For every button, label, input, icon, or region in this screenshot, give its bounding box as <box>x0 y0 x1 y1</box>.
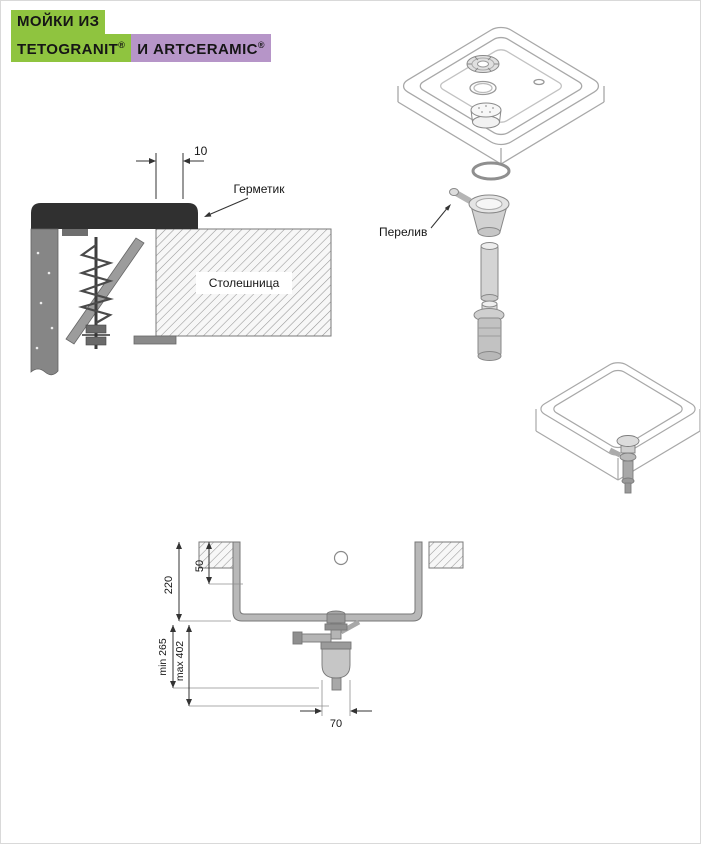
mount-detail-drawing: Столешница <box>30 144 332 376</box>
strainer-basket <box>470 102 502 129</box>
registered-mark-icon: ® <box>257 40 265 50</box>
registered-mark-icon: ® <box>118 40 126 50</box>
sink-basin-section <box>232 541 423 622</box>
siphon-assembly <box>292 610 361 691</box>
overflow-hole <box>333 550 349 566</box>
sink-rim-section <box>31 203 198 229</box>
overflow-hole <box>533 78 545 86</box>
sink-isometric <box>397 24 605 165</box>
brand-tetogranit: TETOGRANIT® <box>11 34 132 62</box>
countertop-cut <box>198 541 464 569</box>
strainer-cap <box>466 55 500 73</box>
exploded-view-drawing: Перелив <box>379 6 605 361</box>
overhang-dim-label: 10 <box>194 144 208 158</box>
sealant-callout: Герметик <box>204 182 285 217</box>
brand-artceramic: И ARTCERAMIC® <box>131 34 271 62</box>
sink-wall-section <box>30 228 59 376</box>
trap-dim-label: 70 <box>330 718 342 730</box>
sink-underside <box>535 360 700 481</box>
overflow-callout: Перелив <box>379 204 451 239</box>
clamp-spring <box>77 244 115 324</box>
dimension-trap-70: 70 <box>300 680 372 730</box>
gasket-ring <box>471 161 511 181</box>
dimension-min-265: min 265 <box>157 625 319 689</box>
dimension-depth-220: 220 <box>163 542 231 622</box>
rim-dim-label: 50 <box>194 560 206 572</box>
dimension-overhang: 10 <box>136 144 208 199</box>
countertop-label: Столешница <box>209 276 280 290</box>
header-line2: TETOGRANIT®И ARTCERAMIC® <box>11 34 271 62</box>
drain-trap <box>608 435 640 494</box>
dimension-max-402: max 402 <box>174 625 329 707</box>
countertop-section: Столешница <box>155 228 332 337</box>
page-header: МОЙКИ ИЗ TETOGRANIT®И ARTCERAMIC® <box>11 10 271 62</box>
overflow-housing <box>449 188 510 237</box>
installation-section-drawing: 220 50 min 265 max 402 <box>157 541 464 730</box>
min-dim-label: min 265 <box>157 638 169 676</box>
depth-dim-label: 220 <box>163 576 175 594</box>
header-title-text: МОЙКИ ИЗ <box>11 10 106 34</box>
waste-fitting <box>473 300 505 361</box>
overflow-pipe <box>480 242 499 302</box>
sealant-label: Герметик <box>233 182 285 196</box>
max-dim-label: max 402 <box>174 641 186 681</box>
overflow-label: Перелив <box>379 225 427 239</box>
underside-isometric-drawing <box>535 353 700 494</box>
mounting-clamp <box>62 229 177 349</box>
dimension-rim-50: 50 <box>194 542 243 585</box>
header-line1: МОЙКИ ИЗ <box>11 10 271 34</box>
